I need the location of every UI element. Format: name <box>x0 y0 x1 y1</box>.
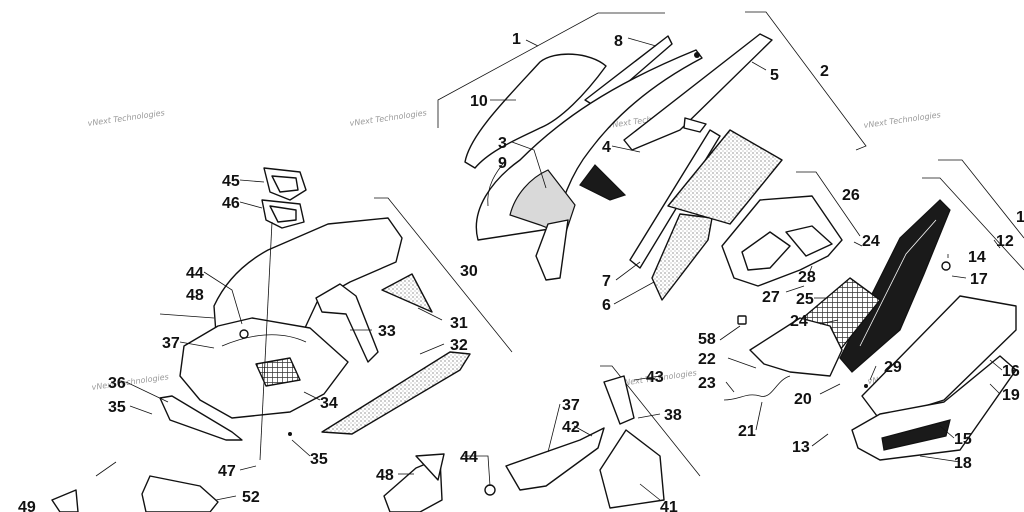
callout-48-left: 48 <box>186 287 204 304</box>
callout-49: 49 <box>18 499 36 512</box>
callout-20: 20 <box>794 391 812 408</box>
callout-2: 2 <box>820 63 829 80</box>
callout-30: 30 <box>460 263 478 280</box>
callout-48-bottom: 48 <box>376 467 394 484</box>
callout-29: 29 <box>884 359 902 376</box>
side-panel-assembly <box>159 167 513 461</box>
callout-33: 33 <box>378 323 396 340</box>
callout-44-left: 44 <box>186 265 204 282</box>
lower-side-panel <box>51 365 701 512</box>
nose-assembly <box>721 159 1024 461</box>
callout-19: 19 <box>1002 387 1020 404</box>
callout-23: 23 <box>698 375 716 392</box>
callout-52: 52 <box>242 489 260 506</box>
callout-17: 17 <box>970 271 988 288</box>
callout-27: 27 <box>762 289 780 306</box>
callout-6: 6 <box>602 297 611 314</box>
callout-10: 10 <box>470 93 488 110</box>
watermark-1: vNext Technologies <box>87 108 165 128</box>
watermark-5: vNext Technologies <box>91 372 169 392</box>
callout-11: 11 <box>1016 209 1024 226</box>
callout-13: 13 <box>792 439 810 456</box>
callout-18: 18 <box>954 455 972 472</box>
callout-47: 47 <box>218 463 236 480</box>
callout-41: 41 <box>660 499 678 512</box>
callout-9: 9 <box>498 155 507 172</box>
callout-35-left: 35 <box>108 399 126 416</box>
callout-38: 38 <box>664 407 682 424</box>
watermark-4: vNext Technologies <box>863 110 941 130</box>
callout-34: 34 <box>320 395 338 412</box>
callout-45: 45 <box>222 173 240 190</box>
callout-37-bottom: 37 <box>562 397 580 414</box>
callout-28: 28 <box>798 269 816 286</box>
callout-36: 36 <box>108 375 126 392</box>
hood-assembly <box>437 11 867 301</box>
callout-5: 5 <box>770 67 779 84</box>
callout-labels: 1 2 3 4 5 6 7 8 9 10 11 12 13 14 15 16 1… <box>18 31 1024 512</box>
callout-46: 46 <box>222 195 240 212</box>
callout-21: 21 <box>738 423 756 440</box>
callout-35-bottom: 35 <box>310 451 328 468</box>
callout-26: 26 <box>842 187 860 204</box>
callout-4: 4 <box>602 139 611 156</box>
callout-8: 8 <box>614 33 623 50</box>
callout-24-bottom: 24 <box>790 313 808 330</box>
callout-42: 42 <box>562 419 580 436</box>
callout-43: 43 <box>646 369 664 386</box>
callout-12: 12 <box>996 233 1014 250</box>
callout-7: 7 <box>602 273 611 290</box>
callout-25: 25 <box>796 291 814 308</box>
callout-22: 22 <box>698 351 716 368</box>
callout-3: 3 <box>498 135 507 152</box>
watermark-2: vNext Technologies <box>349 108 427 128</box>
callout-24-top: 24 <box>862 233 880 250</box>
callout-44-bottom: 44 <box>460 449 478 466</box>
callout-14: 14 <box>968 249 986 266</box>
callout-32: 32 <box>450 337 468 354</box>
callout-15: 15 <box>954 431 972 448</box>
callout-58: 58 <box>698 331 716 348</box>
callout-16: 16 <box>1002 363 1020 380</box>
callout-31: 31 <box>450 315 468 332</box>
callout-leaders <box>95 37 1003 501</box>
callout-37-left: 37 <box>162 335 180 352</box>
callout-1: 1 <box>512 31 521 48</box>
